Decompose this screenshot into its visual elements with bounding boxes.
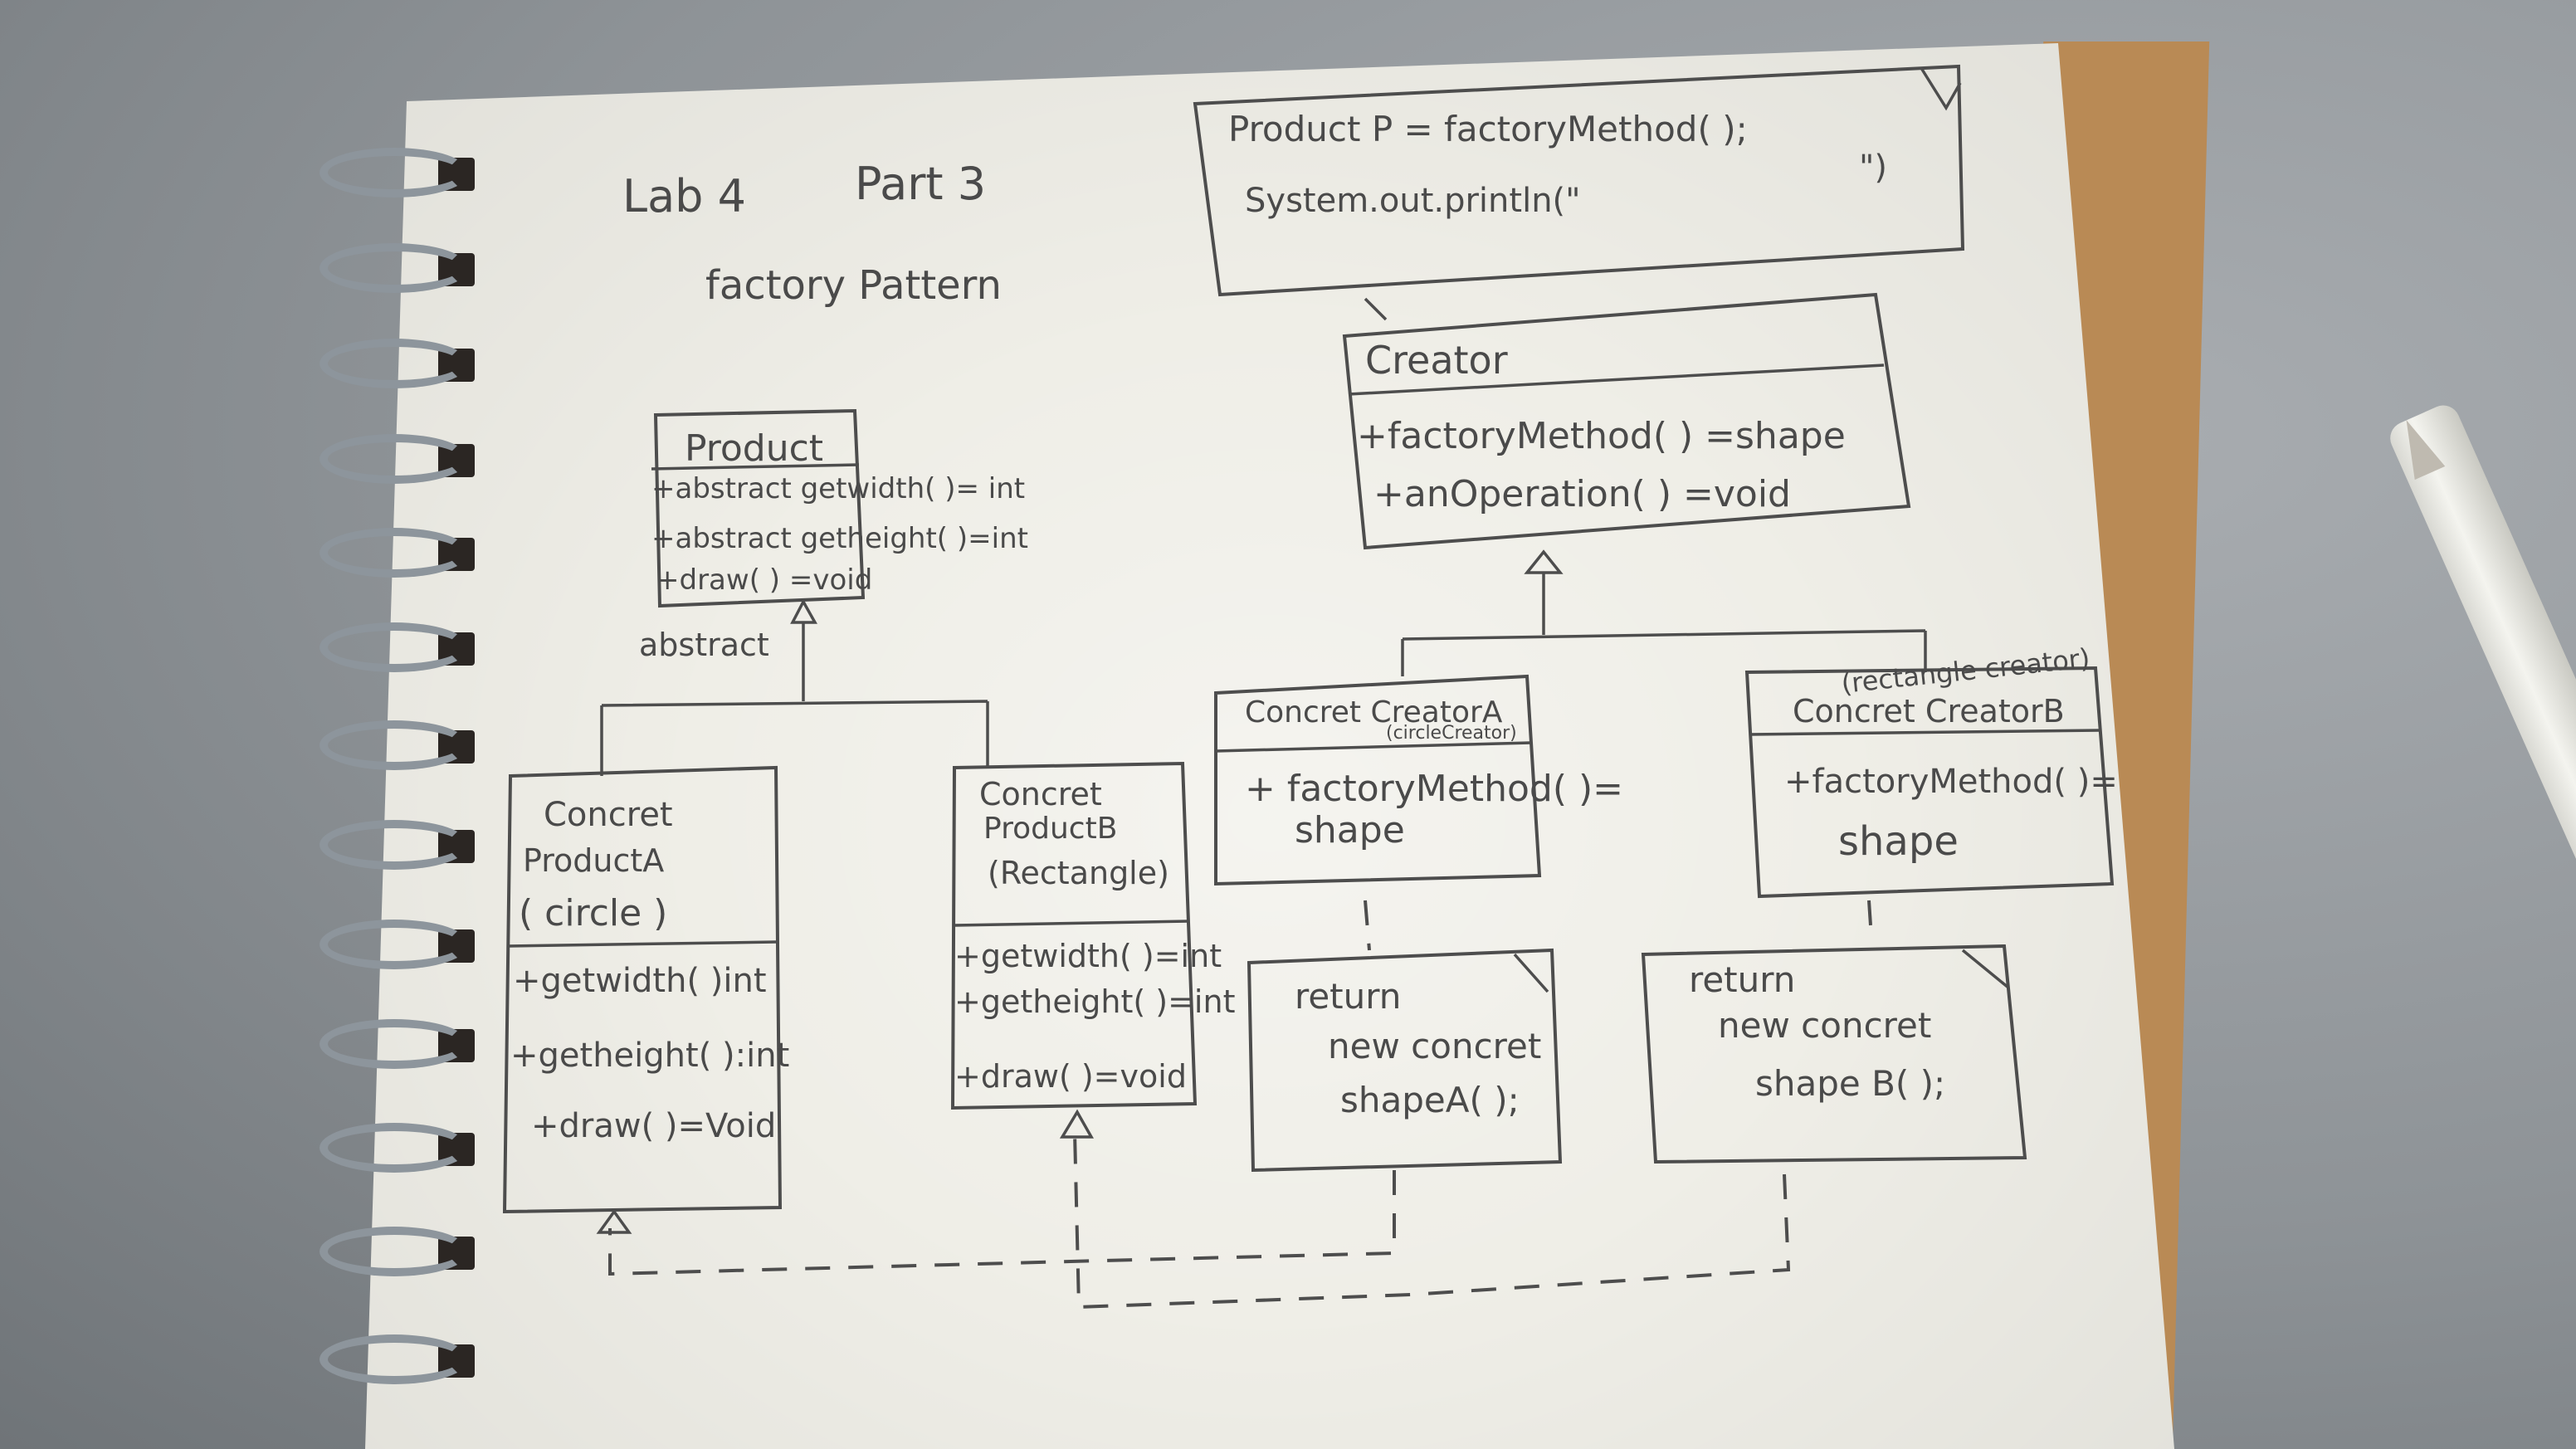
creator-class: Creator +factoryMethod( ) =shape +anOper… — [1342, 292, 1927, 676]
creator-b-op-2: shape — [1838, 818, 1959, 865]
product-a-op-2: +getheight( ):int — [510, 1037, 789, 1075]
product-op-1: +abstract getwidth( )= int — [651, 472, 1025, 505]
creator-a-name: Concret CreatorA — [1245, 695, 1503, 729]
creator-a-frame — [1214, 674, 1542, 886]
page-lighting — [365, 43, 2174, 1449]
creator-a-note-link — [1364, 900, 1371, 951]
spiral-ring — [320, 622, 469, 672]
dependency-creator-b — [1073, 1132, 1791, 1310]
product-a-name-2: ProductA — [523, 842, 664, 879]
note-a-line-3: shapeA( ); — [1340, 1080, 1520, 1120]
concrete-product-b: Concret ProductB (Rectangle) +getwidth( … — [950, 761, 1235, 1110]
creator-b-op-1: +factoryMethod( )= — [1784, 763, 2118, 801]
product-divider — [651, 463, 860, 471]
creator-a-op-2: shape — [1295, 809, 1405, 851]
product-inheritance-arrow — [790, 598, 817, 624]
note-b: return new concret shape B( ); — [1641, 944, 2027, 1164]
spiral-ring — [320, 528, 469, 578]
code-note-line1: Product P = factoryMethod( ); — [1228, 109, 1748, 149]
concrete-creator-b: (rectangle creator) Concret CreatorB +fa… — [1744, 642, 2118, 939]
creator-inheritance-lines — [1401, 573, 1927, 676]
creator-b-note-link — [1867, 900, 1873, 939]
product-a-name-1: Concret — [544, 796, 673, 834]
code-note-line2: System.out.println(" — [1245, 182, 1581, 220]
creator-b-divider — [1749, 729, 2100, 736]
creator-frame — [1342, 292, 1911, 550]
code-note-fold — [1920, 67, 1962, 111]
product-b-op-3: +draw( )=void — [954, 1058, 1187, 1095]
product-op-3: +draw( ) =void — [656, 564, 872, 597]
concrete-product-a: Concret ProductA ( circle ) +getwidth( )… — [502, 765, 789, 1214]
product-op-2: +abstract getheight( )=int — [651, 522, 1028, 555]
note-a-line-1: return — [1295, 976, 1401, 1017]
creator-b-frame — [1744, 666, 2115, 899]
product-a-op-1: +getwidth( )int — [513, 962, 767, 1000]
product-a-name-3: ( circle ) — [519, 892, 667, 934]
note-b-fold — [1961, 949, 2010, 989]
notebook-page — [365, 43, 2174, 1449]
product-b-name-2: ProductB — [983, 812, 1117, 846]
product-b-name-3: (Rectangle) — [988, 855, 1169, 891]
creator-b-sub: (rectangle creator) — [1840, 642, 2091, 700]
note-b-line-2: new concret — [1718, 1005, 1931, 1046]
code-note: Product P = factoryMethod( ); System.out… — [1193, 64, 1965, 321]
product-b-name-1: Concret — [979, 776, 1102, 812]
spiral-ring — [320, 720, 469, 770]
note-a-line-2: new concret — [1328, 1026, 1541, 1066]
spiral-ring — [320, 148, 469, 198]
creator-op-2: +anOperation( ) =void — [1373, 473, 1791, 515]
dependency-arrow-a — [596, 1209, 632, 1234]
creator-b-name: Concret CreatorB — [1793, 693, 2065, 729]
spiral-ring — [320, 1334, 469, 1384]
dependency-arrow-b — [1059, 1109, 1095, 1139]
code-note-connector — [1364, 297, 1388, 321]
spiral-ring — [320, 434, 469, 484]
spiral-ring — [320, 1019, 469, 1069]
note-b-line-1: return — [1689, 959, 1795, 1000]
creator-name: Creator — [1365, 338, 1508, 383]
product-a-op-3: +draw( )=Void — [531, 1107, 776, 1145]
creator-a-sub: (circleCreator) — [1386, 723, 1517, 744]
product-abstract-note: abstract — [639, 627, 769, 663]
spiral-ring — [320, 920, 469, 969]
product-inheritance-lines — [600, 622, 989, 776]
creator-a-divider — [1215, 741, 1532, 753]
creator-divider — [1348, 363, 1885, 396]
spiral-ring — [320, 1123, 469, 1173]
code-note-line2-end: ") — [1859, 149, 1887, 187]
inheritance-arrow — [1524, 549, 1564, 574]
title-lab: Lab 4 — [622, 170, 746, 222]
note-b-frame — [1641, 944, 2027, 1164]
product-b-frame — [950, 761, 1198, 1110]
concrete-creator-a: Concret CreatorA (circleCreator) + facto… — [1214, 674, 1623, 951]
spiral-ring — [320, 339, 469, 388]
spiral-ring — [320, 243, 469, 293]
spiral-ring — [320, 1227, 469, 1276]
note-a-fold — [1513, 953, 1549, 993]
title-part: Part 3 — [855, 158, 986, 210]
dependency-creator-a — [608, 1170, 1396, 1276]
spiral-ring — [320, 820, 469, 870]
note-b-line-3: shape B( ); — [1755, 1063, 1945, 1104]
product-b-divider — [954, 920, 1189, 927]
note-a: return new concret shapeA( ); — [1247, 948, 1563, 1173]
product-b-op-1: +getwidth( )=int — [954, 938, 1222, 974]
product-a-divider — [507, 940, 777, 948]
dependency-lines — [596, 1109, 1791, 1310]
code-note-frame — [1193, 64, 1965, 297]
product-class: Product +abstract getwidth( )= int +abst… — [600, 408, 1028, 776]
title-pattern: factory Pattern — [705, 262, 1002, 309]
creator-a-op-1: + factoryMethod( )= — [1245, 768, 1623, 810]
product-frame — [653, 408, 866, 608]
note-a-frame — [1247, 948, 1563, 1173]
product-b-op-2: +getheight( )=int — [954, 983, 1235, 1020]
product-name: Product — [685, 427, 823, 470]
product-a-frame — [502, 765, 783, 1214]
creator-op-1: +factoryMethod( ) =shape — [1357, 415, 1846, 457]
